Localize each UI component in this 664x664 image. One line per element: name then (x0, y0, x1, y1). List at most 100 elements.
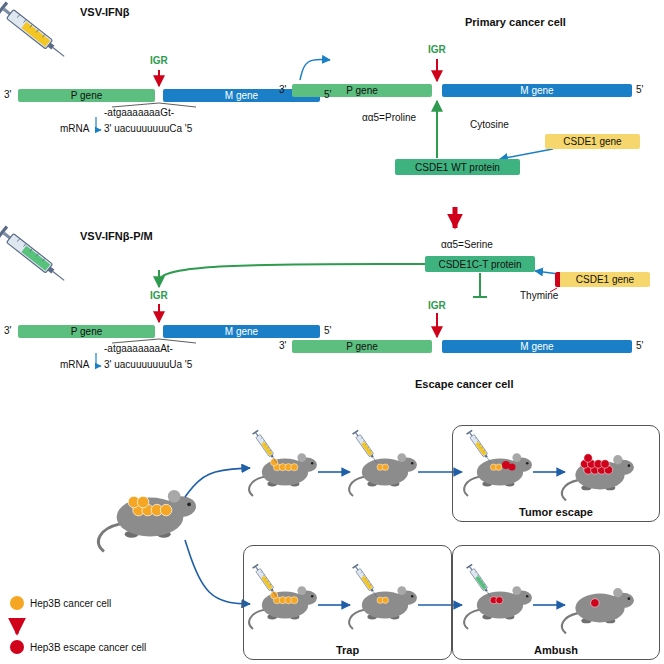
connector-arrow (535, 271, 555, 274)
syringe-icon (352, 430, 379, 465)
arrow (158, 304, 160, 322)
arrow (318, 471, 350, 473)
connector-arrow (500, 149, 553, 159)
connector-arrow (453, 207, 458, 228)
cell-outline (250, 2, 660, 207)
bar-label: P gene (346, 341, 378, 352)
arrow (418, 471, 462, 473)
region-label: IGR (428, 44, 446, 55)
csde1-gene-bar: CSDE1 gene (545, 134, 640, 149)
p-gene-bar: P gene (18, 325, 155, 338)
bar-label: M gene (520, 341, 553, 352)
csde1-gene-bar: CSDE1 gene (555, 272, 650, 287)
protein-box: CSDE1 WT protein (395, 159, 520, 175)
mouse (349, 586, 417, 629)
annotation: 3' (279, 84, 286, 95)
legend-text: Hep3B cancer cell (30, 598, 111, 609)
annotation: Thymine (520, 290, 558, 301)
arrow (533, 471, 565, 473)
bar-label: CSDE1 gene (563, 136, 621, 147)
syringe-icon (466, 430, 493, 465)
arrow (159, 103, 196, 107)
annotation: mRNA (60, 359, 89, 370)
mouse (98, 490, 196, 552)
legend-swatch (10, 640, 24, 654)
bar-label: M gene (225, 90, 258, 101)
region-label: IGR (150, 290, 168, 301)
legend-swatch (10, 596, 24, 610)
m-gene-bar: M gene (442, 84, 632, 97)
panel-title: Trap (336, 644, 359, 656)
bar-label: CSDE1C-T protein (438, 259, 521, 270)
panel-title: Tumor escape (519, 506, 593, 518)
syringe-icon (0, 1, 69, 62)
bar-label: CSDE1 WT protein (415, 162, 500, 173)
virus-name: VSV-IFNβ-P/M (80, 230, 153, 242)
arrow (112, 103, 159, 107)
arrow (185, 468, 250, 497)
legend-text: Hep3B escape cancer cell (30, 642, 146, 653)
region-label: IGR (150, 55, 168, 66)
annotation: 5' (324, 89, 331, 100)
syringe-icon (352, 564, 379, 599)
arrow (436, 313, 438, 337)
m-gene-bar: M gene (442, 340, 632, 353)
annotation: -atgaaaaaaaAt- (104, 343, 173, 354)
legend-item: Hep3B escape cancer cell (10, 640, 146, 654)
mouse (562, 588, 634, 633)
arrow (96, 365, 101, 366)
syringe-icon (466, 564, 493, 599)
mouse (562, 454, 634, 501)
bar-label: P gene (71, 326, 103, 337)
region-label: IGR (428, 300, 446, 311)
arrow (96, 129, 101, 130)
protein-box: CSDE1C-T protein (425, 256, 535, 272)
mouse (249, 453, 317, 496)
annotation: 3' (4, 89, 11, 100)
cell-title: Escape cancer cell (415, 378, 513, 390)
annotation: 3' uacuuuuuuuUa '5 (104, 359, 192, 370)
annotation: 5' (636, 340, 643, 351)
virus-name: VSV-IFNβ (80, 6, 130, 18)
panel-title: Ambush (534, 644, 578, 656)
arrow (479, 273, 481, 296)
arrow (159, 264, 425, 286)
annotation: αα5=Proline (362, 112, 416, 123)
annotation: Cytosine (470, 119, 509, 130)
arrow (300, 59, 330, 80)
p-gene-bar: P gene (18, 89, 155, 102)
annotation: 3' (279, 340, 286, 351)
arrow (418, 604, 462, 606)
syringe-icon (0, 225, 69, 286)
m-gene-bar: M gene (163, 325, 320, 338)
arrow (436, 59, 438, 81)
arrow (318, 604, 350, 606)
arrow (533, 604, 565, 606)
arrow (159, 339, 196, 343)
primary-cell: Primary cancer cellP geneM geneCSDE1 gen… (250, 2, 660, 207)
arrow (158, 270, 160, 287)
escape-cell: Escape cancer cell CSDE1C-T proteinCSDE1 … (250, 228, 660, 418)
mouse (349, 453, 417, 496)
arrow (185, 540, 250, 604)
bar-label: P gene (346, 85, 378, 96)
arrow (16, 618, 19, 634)
outcome-panel: Trap (243, 545, 452, 660)
annotation: mRNA (60, 123, 89, 134)
mouse (249, 586, 317, 629)
bar-label: M gene (520, 85, 553, 96)
outcome-panel: Tumor escape (452, 425, 660, 522)
p-gene-bar: P gene (292, 340, 432, 353)
arrow (95, 117, 96, 130)
bar-label: M gene (225, 326, 258, 337)
bar-label: CSDE1 gene (576, 274, 634, 285)
bar-label: P gene (71, 90, 103, 101)
syringe-icon (252, 430, 279, 465)
legend-item: Hep3B cancer cell (10, 596, 111, 610)
annotation: αα5=Serine (441, 239, 493, 250)
mouse (464, 453, 532, 496)
annotation: 3' (4, 325, 11, 336)
arrow (112, 339, 159, 343)
arrow (158, 70, 160, 86)
figure (0, 1, 634, 634)
